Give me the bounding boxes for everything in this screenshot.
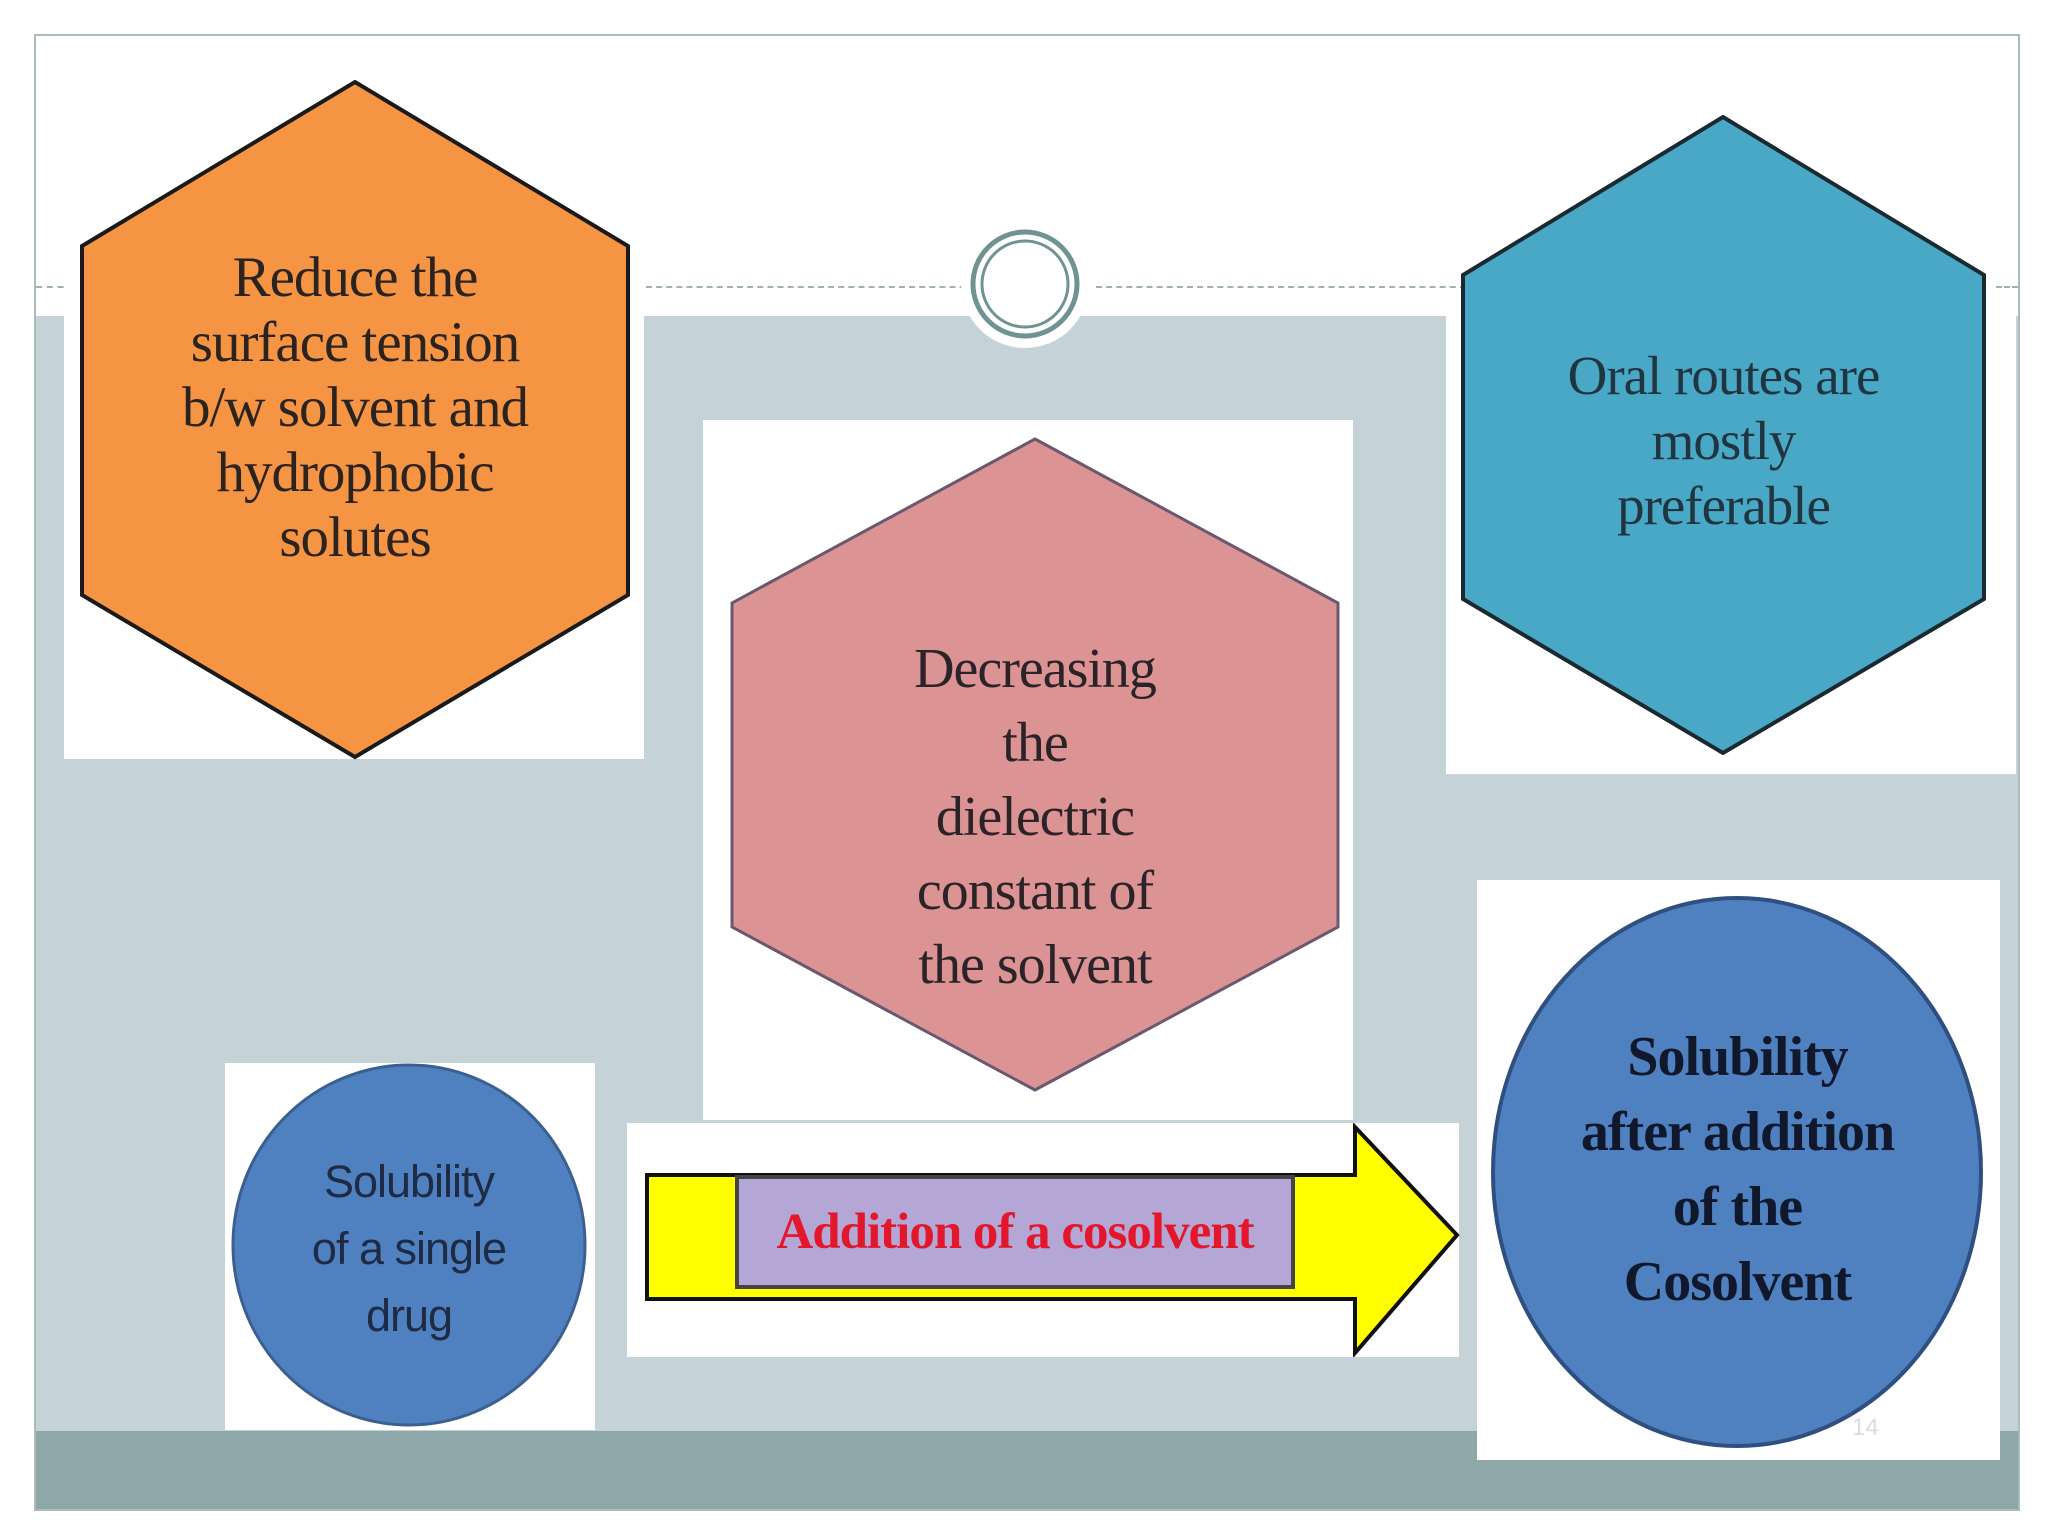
circle-right-text: Solubility after addition of the Cosolve… bbox=[1580, 1026, 1895, 1313]
arrow-label: Addition of a cosolvent bbox=[776, 1204, 1254, 1260]
hexagon-dielectric-constant: Decreasing the dielectric constant of th… bbox=[730, 437, 1340, 1092]
circle-single-drug: Solubility of a single drug bbox=[230, 1063, 588, 1428]
circle-ornament-icon bbox=[960, 219, 1090, 349]
page-number: 14 bbox=[1852, 1414, 1879, 1441]
circle-after-cosolvent: Solubility after addition of the Cosolve… bbox=[1490, 895, 1985, 1450]
divider-line-right bbox=[1096, 286, 1476, 288]
arrow-label-box: Addition of a cosolvent bbox=[735, 1175, 1295, 1289]
divider-line-edge bbox=[1996, 286, 2018, 288]
hexagon-left-text: Reduce the surface tension b/w solvent a… bbox=[182, 246, 529, 569]
hexagon-center-text: Decreasing the dielectric constant of th… bbox=[914, 638, 1157, 996]
hexagon-oral-routes: Oral routes are mostly preferable bbox=[1461, 115, 1986, 755]
divider-line-middle bbox=[646, 286, 996, 288]
circle-left-text: Solubility of a single drug bbox=[311, 1155, 507, 1341]
hexagon-surface-tension: Reduce the surface tension b/w solvent a… bbox=[80, 80, 630, 760]
hexagon-right-text: Oral routes are mostly preferable bbox=[1567, 344, 1881, 536]
